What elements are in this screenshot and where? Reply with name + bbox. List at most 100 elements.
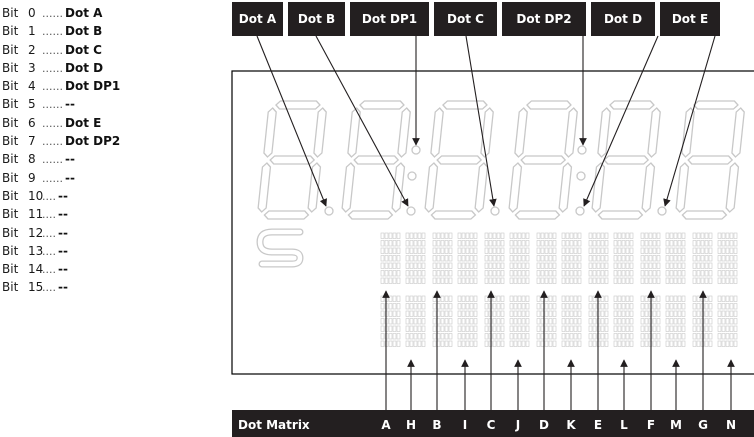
matrix-pixel [409, 255, 414, 262]
matrix-pixel [521, 232, 526, 239]
matrix-pixel [392, 303, 397, 310]
matrix-pixel [380, 333, 385, 340]
matrix-pixel [461, 255, 466, 262]
matrix-pixel [577, 325, 582, 332]
bit-leader: .... [42, 281, 56, 295]
matrix-pixel [617, 310, 622, 317]
matrix-pixel [648, 262, 653, 269]
matrix-pixel [461, 310, 466, 317]
matrix-pixel [448, 247, 453, 254]
matrix-pixel [440, 262, 445, 269]
matrix-pixel [613, 232, 618, 239]
matrix-pixel [592, 333, 597, 340]
matrix-pixel [473, 310, 478, 317]
matrix-column-label: I [463, 418, 467, 432]
matrix-pixel [644, 277, 649, 284]
matrix-pixel [484, 247, 489, 254]
matrix-pixel [388, 303, 393, 310]
matrix-pixel [729, 240, 734, 247]
display-panel [231, 70, 754, 375]
matrix-pixel [629, 232, 634, 239]
matrix-pixel [465, 270, 470, 277]
matrix-pixel [421, 247, 426, 254]
matrix-column-label: G [698, 418, 708, 432]
matrix-pixel [600, 295, 605, 302]
matrix-pixel [725, 232, 730, 239]
matrix-pixel [492, 255, 497, 262]
matrix-pixel [500, 303, 505, 310]
matrix-pixel [729, 295, 734, 302]
matrix-pixel [388, 340, 393, 347]
matrix-pixel [500, 240, 505, 247]
matrix-pixel [440, 333, 445, 340]
matrix-pixel [644, 318, 649, 325]
matrix-pixel [561, 240, 566, 247]
matrix-pixel [457, 310, 462, 317]
matrix-pixel [392, 333, 397, 340]
dot-segment [324, 206, 334, 216]
top-label-box [434, 2, 497, 36]
matrix-pixel [700, 270, 705, 277]
matrix-pixel [604, 277, 609, 284]
matrix-pixel [440, 270, 445, 277]
matrix-pixel [656, 333, 661, 340]
matrix-pixel [561, 277, 566, 284]
matrix-pixel [384, 232, 389, 239]
matrix-pixel [548, 295, 553, 302]
matrix-pixel [540, 277, 545, 284]
matrix-pixel [409, 295, 414, 302]
matrix-pixel [405, 240, 410, 247]
matrix-pixel [392, 262, 397, 269]
bit-label: Bit [2, 42, 19, 57]
matrix-pixel [413, 247, 418, 254]
matrix-pixel [600, 303, 605, 310]
matrix-pixel [725, 318, 730, 325]
matrix-pixel [673, 318, 678, 325]
matrix-pixel [729, 318, 734, 325]
matrix-pixel [469, 247, 474, 254]
matrix-pixel [617, 303, 622, 310]
matrix-pixel [656, 318, 661, 325]
matrix-pixel [696, 295, 701, 302]
matrix-pixel [409, 340, 414, 347]
matrix-pixel [644, 247, 649, 254]
matrix-pixel [648, 277, 653, 284]
matrix-pixel [652, 240, 657, 247]
bit-label: Bit [2, 6, 19, 20]
matrix-pixel [652, 295, 657, 302]
matrix-pixel [629, 303, 634, 310]
matrix-pixel [469, 318, 474, 325]
matrix-pixel [592, 232, 597, 239]
bit-name: Dot E [64, 115, 102, 130]
matrix-pixel [552, 303, 557, 310]
matrix-pixel [700, 247, 705, 254]
matrix-pixel [440, 310, 445, 317]
matrix-pixel [540, 240, 545, 247]
bit-name: -- [64, 152, 75, 167]
bit-leader: ...... [42, 80, 63, 94]
bit-leader: ...... [42, 135, 63, 149]
matrix-pixel [457, 277, 462, 284]
matrix-pixel [492, 295, 497, 302]
matrix-pixel [652, 247, 657, 254]
matrix-pixel [444, 318, 449, 325]
matrix-pixel [488, 262, 493, 269]
matrix-pixel [733, 325, 738, 332]
matrix-pixel [392, 247, 397, 254]
matrix-pixel [708, 270, 713, 277]
matrix-pixel [444, 277, 449, 284]
bottom-bar [232, 410, 754, 437]
matrix-pixel [500, 277, 505, 284]
matrix-pixel [644, 310, 649, 317]
matrix-pixel [388, 295, 393, 302]
matrix-pixel [721, 303, 726, 310]
top-label-text: Dot E [672, 12, 708, 26]
bit-label: Bit [2, 97, 19, 112]
matrix-pixel [669, 325, 674, 332]
matrix-pixel [569, 255, 574, 262]
matrix-pixel [548, 247, 553, 254]
matrix-pixel [548, 255, 553, 262]
matrix-pixel [652, 277, 657, 284]
